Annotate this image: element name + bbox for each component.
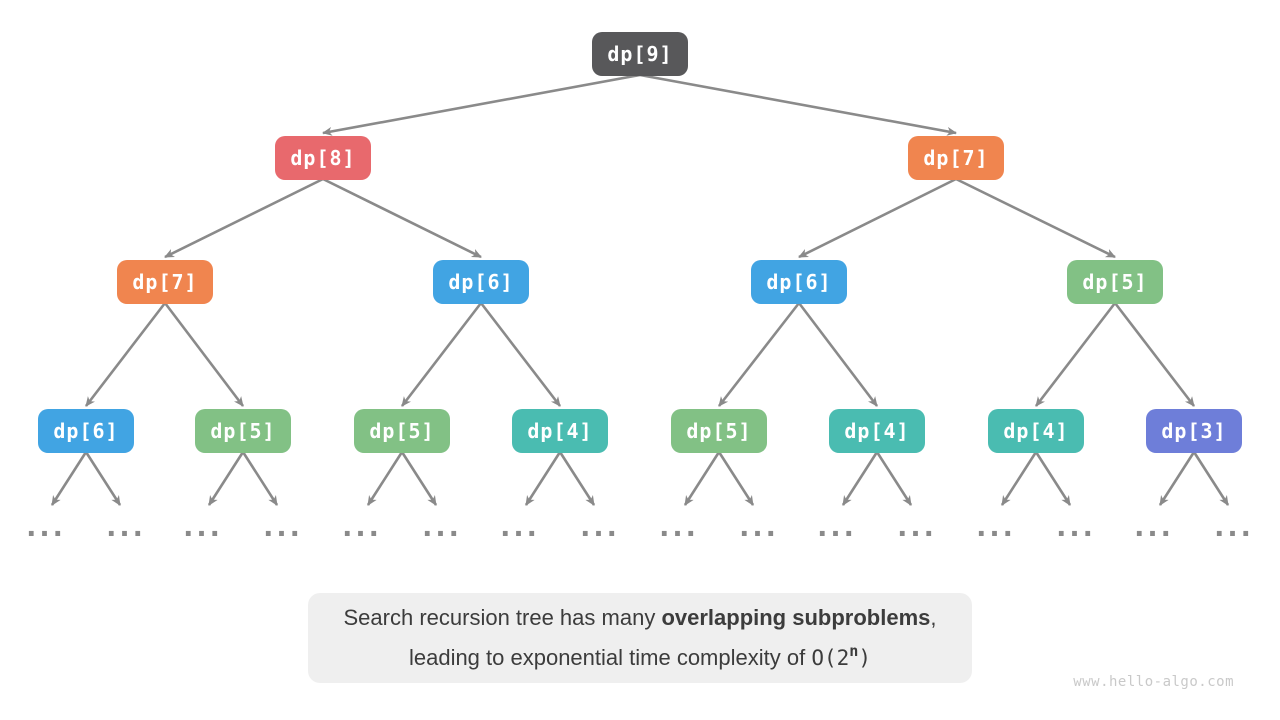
tree-node-n3: dp[7] xyxy=(117,260,213,304)
caption-line2-text: leading to exponential time complexity o… xyxy=(408,645,812,670)
tree-edge-arrow xyxy=(797,302,879,407)
tree-node-n7: dp[6] xyxy=(38,409,134,453)
tree-edge-arrow xyxy=(400,451,438,506)
tree-edge-arrow xyxy=(322,177,482,259)
tree-node-n4: dp[6] xyxy=(433,260,529,304)
ellipsis-subtree: ... xyxy=(26,512,66,543)
ellipsis-subtree: ... xyxy=(183,512,223,543)
tree-edge-arrow xyxy=(639,73,957,136)
complexity-notation: O(2n) xyxy=(811,642,872,670)
tree-node-n2: dp[7] xyxy=(908,136,1004,180)
tree-edge-arrow xyxy=(1113,302,1196,407)
tree-edge-arrow xyxy=(366,451,404,506)
tree-edge-arrow xyxy=(50,451,88,506)
tree-edge-arrow xyxy=(717,451,755,506)
tree-edge-arrow xyxy=(841,451,879,506)
tree-edge-arrow xyxy=(1034,302,1117,407)
ellipsis-subtree: ... xyxy=(659,512,699,543)
tree-edge-arrow xyxy=(524,451,562,506)
tree-node-n10: dp[4] xyxy=(512,409,608,453)
tree-edge-arrow xyxy=(1034,451,1072,506)
tree-edge-arrow xyxy=(164,177,324,259)
ellipsis-subtree: ... xyxy=(500,512,540,543)
complexity-close: ) xyxy=(858,646,872,670)
watermark: www.hello-algo.com xyxy=(1073,674,1234,690)
caption-box: Search recursion tree has many overlappi… xyxy=(308,593,972,683)
tree-edge-arrow xyxy=(798,177,957,259)
tree-edge-arrow xyxy=(207,451,245,506)
ellipsis-subtree: ... xyxy=(1134,512,1174,543)
caption-line1-comma: , xyxy=(930,605,937,630)
tree-edge-arrow xyxy=(322,73,641,136)
tree-node-n6: dp[5] xyxy=(1067,260,1163,304)
ellipsis-subtree: ... xyxy=(897,512,937,543)
tree-edge-arrow xyxy=(717,302,801,407)
complexity-exponent: n xyxy=(849,642,859,660)
tree-node-n5: dp[6] xyxy=(751,260,847,304)
ellipsis-subtree: ... xyxy=(263,512,303,543)
tree-edge-arrow xyxy=(241,451,279,506)
caption-line1-text: Search recursion tree has many xyxy=(343,605,662,630)
tree-edge-arrow xyxy=(84,451,122,506)
tree-node-n11: dp[5] xyxy=(671,409,767,453)
tree-node-n0: dp[9] xyxy=(592,32,688,76)
tree-edge-arrow xyxy=(400,302,483,407)
ellipsis-subtree: ... xyxy=(580,512,620,543)
complexity-base: O(2 xyxy=(811,646,850,670)
ellipsis-subtree: ... xyxy=(342,512,382,543)
ellipsis-subtree: ... xyxy=(1056,512,1096,543)
ellipsis-subtree: ... xyxy=(976,512,1016,543)
ellipsis-subtree: ... xyxy=(817,512,857,543)
tree-edge-arrow xyxy=(163,302,245,407)
caption-line1: Search recursion tree has many overlappi… xyxy=(344,601,937,635)
caption-line1-bold: overlapping subproblems xyxy=(661,605,931,630)
tree-node-n13: dp[4] xyxy=(988,409,1084,453)
tree-node-n1: dp[8] xyxy=(275,136,371,180)
tree-edge-arrow xyxy=(1192,451,1230,506)
tree-edge-arrow xyxy=(84,302,167,407)
ellipsis-subtree: ... xyxy=(422,512,462,543)
ellipsis-subtree: ... xyxy=(739,512,779,543)
tree-edge-arrow xyxy=(875,451,913,506)
tree-node-n12: dp[4] xyxy=(829,409,925,453)
caption-line2: leading to exponential time complexity o… xyxy=(409,635,871,675)
ellipsis-subtree: ... xyxy=(1214,512,1254,543)
tree-edge-arrow xyxy=(955,177,1116,259)
tree-edge-arrow xyxy=(479,302,562,407)
tree-node-n14: dp[3] xyxy=(1146,409,1242,453)
ellipsis-subtree: ... xyxy=(106,512,146,543)
tree-node-n8: dp[5] xyxy=(195,409,291,453)
tree-edge-arrow xyxy=(1000,451,1038,506)
tree-edge-arrow xyxy=(1158,451,1196,506)
tree-edges xyxy=(50,73,1230,506)
tree-edge-arrow xyxy=(683,451,721,506)
tree-edge-arrow xyxy=(558,451,596,506)
tree-node-n9: dp[5] xyxy=(354,409,450,453)
